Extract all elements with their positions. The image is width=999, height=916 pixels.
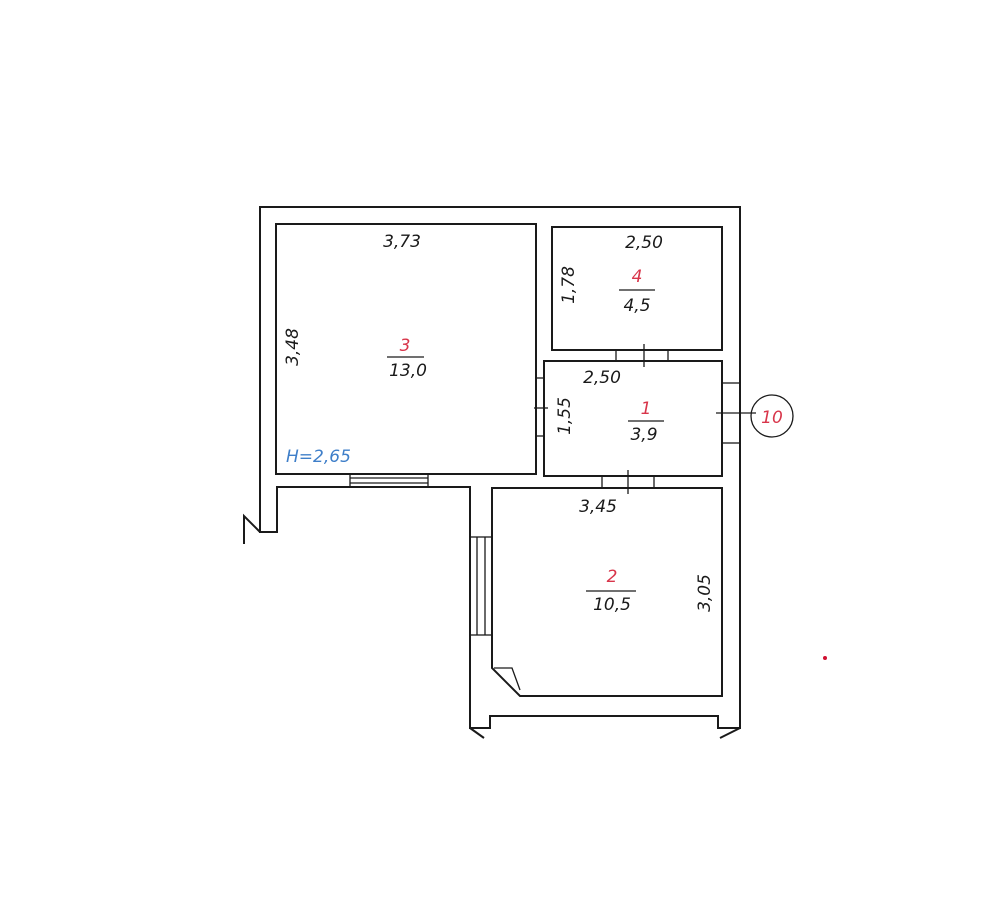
room-2-length: 3,05 [695, 574, 715, 612]
room-4-width: 2,50 [625, 233, 663, 253]
door-room-4-room-1 [615, 344, 669, 367]
entrance-marker-circle [750, 394, 794, 438]
room-4-number: 4 [632, 267, 643, 287]
wall-stub-bottom-left [469, 727, 485, 739]
room-4-length: 1,78 [559, 266, 579, 304]
window-room-3 [349, 473, 429, 488]
entrance-door [716, 382, 756, 444]
outer-wall [259, 206, 741, 729]
room-3-number: 3 [400, 336, 411, 356]
wall-stub-bottom-right [719, 727, 741, 739]
wall-stub-left [243, 513, 261, 544]
entrance-marker-label: 10 [761, 408, 783, 428]
room-2-number: 2 [607, 567, 618, 587]
room-4-area: 4,5 [623, 296, 650, 316]
room-2-outline [491, 487, 723, 697]
room-1-width: 2,50 [583, 368, 621, 388]
door-room-1-room-2 [601, 470, 655, 494]
room-1-length: 1,55 [555, 397, 575, 435]
window-room-2 [469, 536, 493, 636]
room-3-width: 3,73 [383, 232, 421, 252]
scan-speck [823, 656, 827, 660]
room-3-length: 3,48 [283, 328, 303, 366]
room-3-area: 13,0 [389, 361, 427, 381]
corner-riser [494, 667, 521, 691]
ceiling-height-label: H=2,65 [286, 447, 351, 467]
room-2-area: 10,5 [593, 595, 631, 615]
room-1-number: 1 [641, 399, 652, 419]
room-1-area: 3,9 [630, 425, 657, 445]
room-2-width: 3,45 [579, 497, 617, 517]
door-room-3-room-1 [534, 377, 548, 437]
